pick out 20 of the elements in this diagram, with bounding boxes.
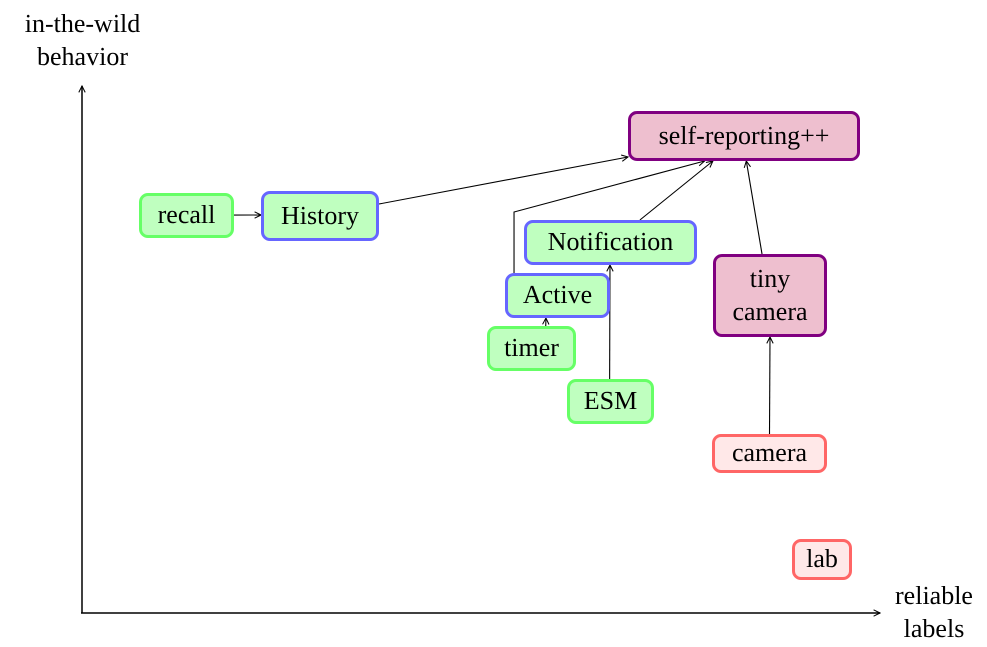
arrow xyxy=(234,211,262,219)
method-box: camera xyxy=(712,434,827,473)
method-box: History xyxy=(261,191,379,241)
arrow xyxy=(766,336,774,434)
arrow xyxy=(542,317,550,326)
method-box: Notification xyxy=(524,220,697,265)
method-box: timer xyxy=(487,326,576,371)
method-box: self-reporting++ xyxy=(628,111,860,161)
y-axis-label: in-the-wild behavior xyxy=(24,8,142,72)
arrow xyxy=(640,160,714,220)
arrow xyxy=(606,264,614,379)
method-box: ESM xyxy=(567,379,654,424)
method-box: lab xyxy=(792,539,852,580)
method-box: tiny camera xyxy=(713,254,827,337)
arrow xyxy=(513,159,706,273)
method-box: Active xyxy=(505,273,610,318)
arrow xyxy=(744,160,763,254)
arrow xyxy=(378,154,629,205)
method-box: recall xyxy=(139,193,234,238)
x-axis-label: reliable labels xyxy=(894,580,974,644)
